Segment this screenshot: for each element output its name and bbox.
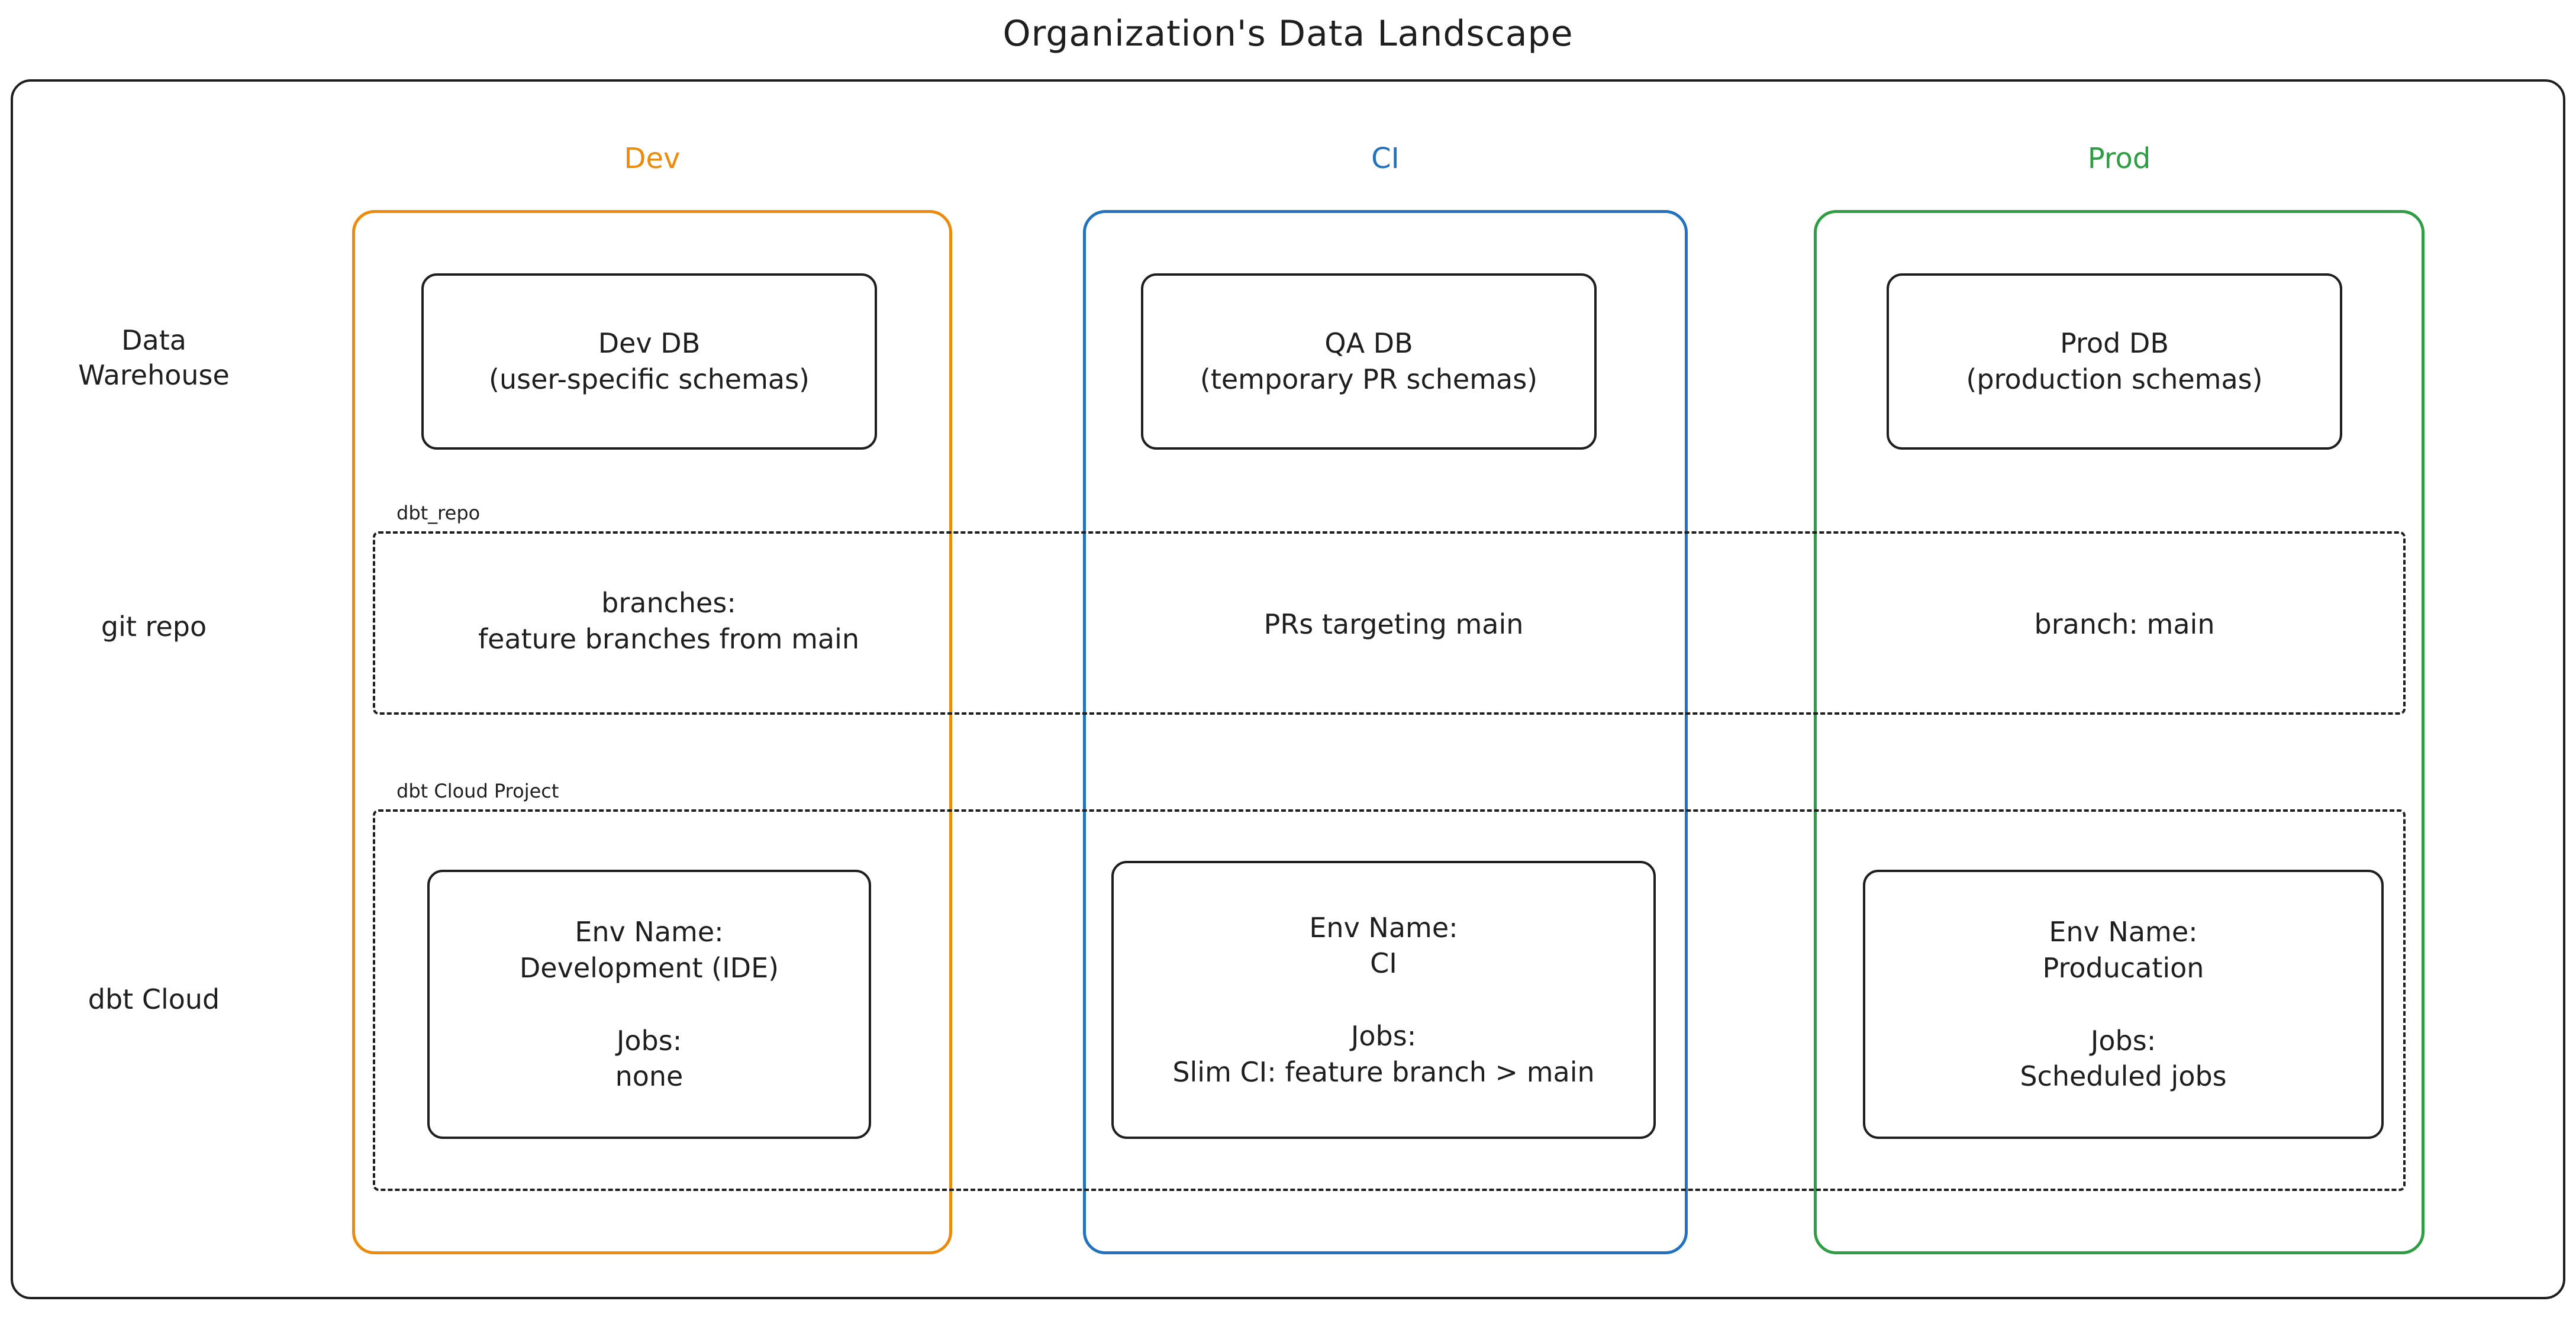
row-label-dbt-cloud: dbt Cloud bbox=[88, 983, 220, 1015]
node-dbt-env-dev-jobs-label: Jobs: bbox=[616, 1024, 682, 1057]
env-header-prod: Prod bbox=[2087, 142, 2151, 175]
node-dbt-env-prod[interactable]: Env Name: Producation Jobs: Scheduled jo… bbox=[1863, 870, 2384, 1139]
group-label-dbt-repo: dbt_repo bbox=[392, 502, 485, 524]
row-label-data-warehouse: Data Warehouse bbox=[78, 324, 230, 391]
node-prod-db-detail: (production schemas) bbox=[1966, 363, 2263, 395]
page-title: Organization's Data Landscape bbox=[1002, 13, 1574, 54]
group-dbt-cloud-project bbox=[373, 809, 2406, 1191]
env-column-prod bbox=[1814, 210, 2425, 1254]
cell-git-repo-prod: branch: main bbox=[2034, 608, 2215, 640]
env-column-dev bbox=[352, 210, 952, 1254]
node-dbt-env-ci[interactable]: Env Name: CI Jobs: Slim CI: feature bran… bbox=[1111, 861, 1656, 1139]
node-dev-db-detail: (user-specific schemas) bbox=[489, 363, 810, 395]
node-prod-db-name: Prod DB bbox=[2060, 327, 2169, 360]
cell-git-repo-ci: PRs targeting main bbox=[1263, 608, 1524, 640]
node-dbt-env-dev-name: Development (IDE) bbox=[519, 951, 779, 984]
node-dbt-env-dev-label: Env Name: bbox=[575, 916, 724, 948]
node-dbt-env-ci-label: Env Name: bbox=[1309, 911, 1458, 944]
outer-frame bbox=[11, 79, 2565, 1299]
node-dev-db-name: Dev DB bbox=[598, 327, 701, 360]
env-header-dev: Dev bbox=[624, 142, 681, 175]
group-label-dbt-cloud-project: dbt Cloud Project bbox=[392, 780, 564, 802]
node-dbt-env-prod-jobs: Scheduled jobs bbox=[2020, 1060, 2227, 1093]
env-header-ci: CI bbox=[1371, 142, 1400, 175]
node-dbt-env-ci-jobs-label: Jobs: bbox=[1350, 1020, 1417, 1052]
group-dbt-repo bbox=[373, 531, 2406, 715]
node-qa-db-name: QA DB bbox=[1324, 327, 1413, 360]
node-dbt-env-prod-jobs-label: Jobs: bbox=[2090, 1024, 2156, 1057]
node-dbt-env-dev-jobs: none bbox=[615, 1060, 684, 1093]
node-prod-db[interactable]: Prod DB (production schemas) bbox=[1887, 273, 2342, 450]
env-column-ci bbox=[1083, 210, 1688, 1254]
cell-git-repo-dev: branches: feature branches from main bbox=[478, 587, 860, 655]
node-dbt-env-ci-name: CI bbox=[1370, 947, 1397, 980]
node-dbt-env-prod-label: Env Name: bbox=[2049, 916, 2198, 948]
node-qa-db[interactable]: QA DB (temporary PR schemas) bbox=[1141, 273, 1597, 450]
row-label-git-repo: git repo bbox=[101, 611, 207, 643]
node-dbt-env-ci-jobs: Slim CI: feature branch > main bbox=[1172, 1055, 1595, 1088]
node-dbt-env-dev[interactable]: Env Name: Development (IDE) Jobs: none bbox=[427, 870, 871, 1139]
node-dev-db[interactable]: Dev DB (user-specific schemas) bbox=[421, 273, 877, 450]
node-qa-db-detail: (temporary PR schemas) bbox=[1200, 363, 1538, 395]
node-dbt-env-prod-name: Producation bbox=[2042, 951, 2204, 984]
